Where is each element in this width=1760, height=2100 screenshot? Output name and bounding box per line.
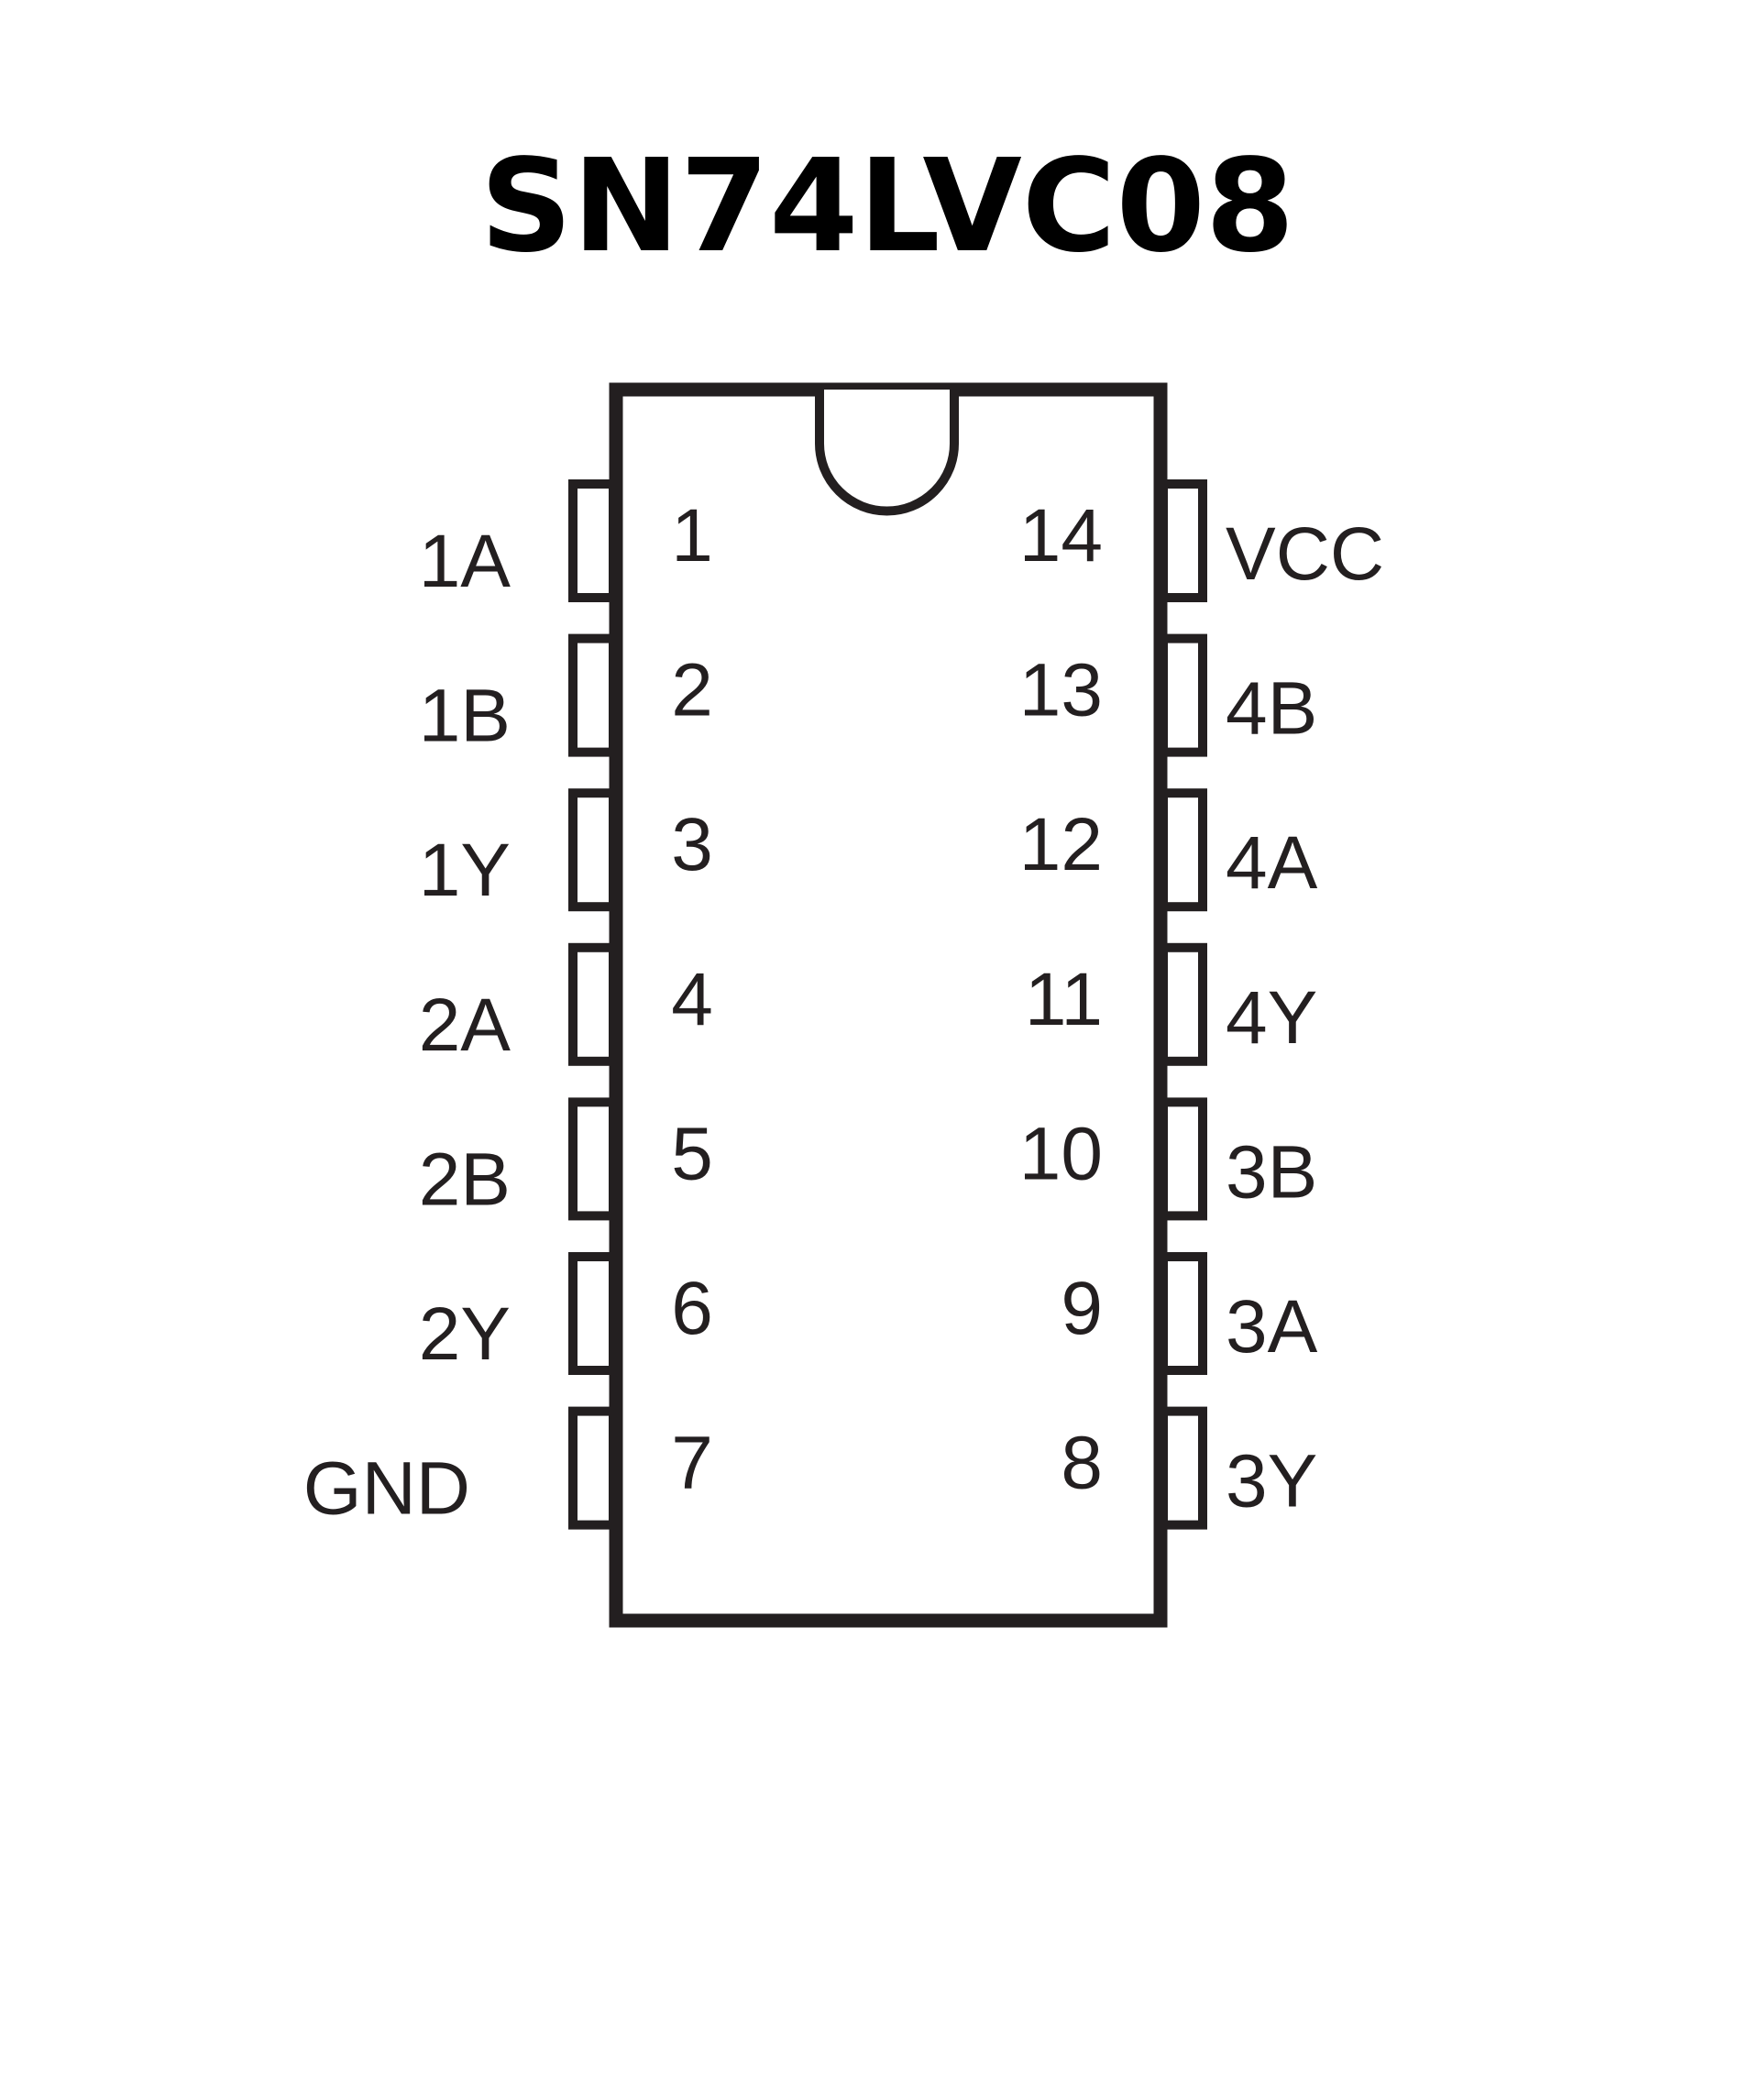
pin-number: 12 xyxy=(1019,803,1103,886)
pin-label: 2Y xyxy=(419,1292,511,1376)
pin-label: 3A xyxy=(1226,1285,1318,1369)
pin-label: GND xyxy=(303,1447,470,1531)
pin1-notch xyxy=(815,390,959,516)
pin-label: 3Y xyxy=(1226,1440,1317,1523)
pin-label: 4A xyxy=(1226,821,1318,905)
pin-lead-left xyxy=(568,479,618,602)
pin-lead-right xyxy=(1159,1252,1207,1375)
pin-number: 10 xyxy=(1019,1112,1103,1195)
pin-label: 1B xyxy=(419,675,511,758)
pin-label: 1A xyxy=(419,520,512,603)
pin-number: 11 xyxy=(1025,958,1103,1041)
pin-lead-left xyxy=(568,633,618,757)
pin-number: 9 xyxy=(1061,1267,1103,1350)
pin-number: 13 xyxy=(1019,649,1103,732)
pin-lead-right xyxy=(1159,1406,1207,1530)
pin-number: 14 xyxy=(1019,494,1103,577)
pin-number: 3 xyxy=(671,803,713,886)
pin-label: 4Y xyxy=(1226,976,1317,1060)
pin-label: 2B xyxy=(419,1138,511,1221)
pin-lead-right xyxy=(1159,633,1207,757)
pin-label: 3B xyxy=(1226,1130,1317,1214)
pin-label: 1Y xyxy=(419,829,511,912)
pin-label: 2A xyxy=(419,984,512,1067)
pin-lead-left xyxy=(568,788,618,912)
pin-number: 4 xyxy=(671,958,713,1041)
pin-lead-left xyxy=(568,1406,618,1530)
pin-label: 4B xyxy=(1226,667,1317,751)
chip-title: SN74LVC08 xyxy=(480,132,1295,281)
pin-number: 8 xyxy=(1061,1422,1103,1505)
pin-number: 5 xyxy=(671,1112,713,1195)
pin-lead-right xyxy=(1159,788,1207,912)
pin-lead-right xyxy=(1159,942,1207,1066)
pin-number: 1 xyxy=(671,494,713,577)
pin-number: 7 xyxy=(671,1422,713,1505)
pin-lead-right xyxy=(1159,479,1207,602)
pin-lead-left xyxy=(568,1252,618,1375)
pin-number: 2 xyxy=(671,649,713,732)
pin-lead-left xyxy=(568,942,618,1066)
pin-number: 6 xyxy=(671,1267,713,1350)
pin-label: VCC xyxy=(1226,512,1384,596)
pin-lead-right xyxy=(1159,1097,1207,1221)
pin-lead-left xyxy=(568,1097,618,1221)
